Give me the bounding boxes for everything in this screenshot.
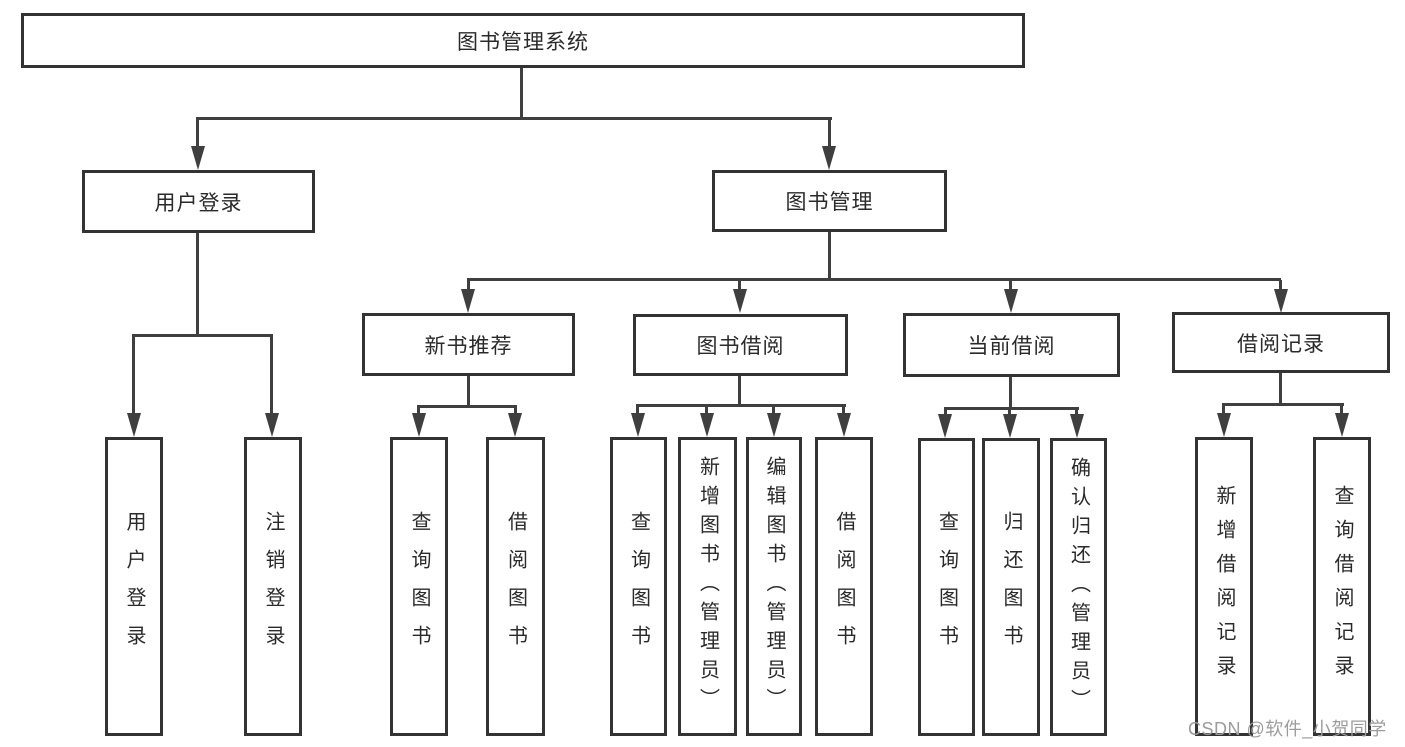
leaf-edit-book-admin: 编辑图书（管理员） <box>746 437 802 736</box>
node-label: 编辑图书（管理员） <box>763 456 785 717</box>
node-label: 归还图书 <box>1000 511 1022 663</box>
node-user-login: 用户登录 <box>82 170 315 233</box>
connector-line <box>270 336 273 416</box>
leaf-confirm-return-admin: 确认归还（管理员） <box>1050 438 1107 736</box>
node-book-borrowing: 图书借阅 <box>633 314 848 376</box>
arrow-down-icon <box>631 413 645 437</box>
node-label: 当前借阅 <box>967 335 1056 358</box>
connector-line <box>467 376 470 407</box>
node-label: 借阅图书 <box>833 510 855 663</box>
node-label: 查询图书 <box>627 510 650 663</box>
node-label: 确认归还（管理员） <box>1067 456 1090 718</box>
connector-line <box>196 119 199 149</box>
connector-line <box>738 280 741 290</box>
node-label: 查询图书 <box>935 511 958 663</box>
connector-line <box>738 376 741 406</box>
node-label: 新书推荐 <box>424 334 513 358</box>
connector-line <box>467 278 1281 281</box>
arrow-down-icon <box>700 413 714 437</box>
connector-line <box>828 232 831 280</box>
csdn-watermark: CSDN @软件_小贺同学 <box>1188 719 1387 739</box>
arrow-down-icon <box>412 413 426 437</box>
arrow-down-icon <box>508 413 522 437</box>
node-label: 查询借阅记录 <box>1331 484 1353 689</box>
node-label: 查询图书 <box>408 510 430 663</box>
node-label: 新增借阅记录 <box>1213 484 1235 689</box>
arrow-down-icon <box>1274 289 1288 313</box>
node-label: 图书管理系统 <box>457 30 589 54</box>
connector-line <box>514 406 517 414</box>
leaf-user-login: 用户登录 <box>105 437 163 736</box>
leaf-add-borrow-record: 新增借阅记录 <box>1195 437 1253 736</box>
arrow-down-icon <box>1335 413 1349 437</box>
connector-line <box>1340 404 1343 414</box>
node-new-book-recommend: 新书推荐 <box>362 313 575 376</box>
node-library-management-system: 图书管理系统 <box>21 13 1025 68</box>
leaf-borrow-books-2: 借阅图书 <box>815 437 873 736</box>
arrow-down-icon <box>461 289 475 313</box>
node-borrow-records: 借阅记录 <box>1172 312 1390 373</box>
leaf-add-book-admin: 新增图书（管理员） <box>678 437 737 736</box>
connector-line <box>944 407 1079 410</box>
node-label: 用户登录 <box>123 510 145 663</box>
node-label: 借阅图书 <box>504 510 527 663</box>
connector-line <box>772 405 775 414</box>
connector-line <box>1075 408 1078 415</box>
arrow-down-icon <box>191 146 205 170</box>
connector-line <box>132 336 135 416</box>
connector-line <box>944 408 947 415</box>
connector-line <box>1009 377 1012 409</box>
arrow-down-icon <box>938 414 952 438</box>
connector-line <box>417 406 420 414</box>
node-book-management: 图书管理 <box>712 170 947 232</box>
connector-line <box>1008 408 1011 415</box>
connector-line <box>636 405 639 414</box>
arrow-down-icon <box>127 413 141 437</box>
connector-line <box>1009 280 1012 290</box>
node-label: 用户登录 <box>154 191 243 215</box>
arrow-down-icon <box>733 289 747 313</box>
node-label: 新增图书（管理员） <box>696 456 719 717</box>
leaf-logout: 注销登录 <box>244 437 302 736</box>
leaf-query-borrow-record: 查询借阅记录 <box>1313 437 1371 736</box>
arrow-down-icon <box>837 413 851 437</box>
connector-line <box>467 280 470 290</box>
leaf-query-books-3: 查询图书 <box>918 438 975 736</box>
leaf-query-books-1: 查询图书 <box>390 437 448 736</box>
node-label: 借阅记录 <box>1237 332 1325 356</box>
connector-line <box>417 405 517 408</box>
arrow-down-icon <box>767 413 781 437</box>
connector-line <box>132 334 273 337</box>
connector-line <box>842 405 845 414</box>
node-label: 注销登录 <box>262 510 284 663</box>
connector-line <box>520 67 523 119</box>
arrow-down-icon <box>265 413 279 437</box>
arrow-down-icon <box>1217 413 1231 437</box>
leaf-return-book: 归还图书 <box>982 438 1040 736</box>
leaf-query-books-2: 查询图书 <box>610 437 667 736</box>
connector-line <box>1222 403 1344 406</box>
arrow-down-icon <box>1004 289 1018 313</box>
node-label: 图书管理 <box>785 191 874 214</box>
connector-line <box>1222 404 1225 414</box>
connector-line <box>196 233 199 337</box>
connector-line <box>1279 280 1282 290</box>
node-label: 图书借阅 <box>696 335 785 358</box>
connector-line <box>196 117 832 120</box>
arrow-down-icon <box>1070 414 1084 438</box>
arrow-down-icon <box>1003 414 1017 438</box>
connector-line <box>828 119 831 149</box>
leaf-borrow-books-1: 借阅图书 <box>486 437 545 736</box>
arrow-down-icon <box>822 146 836 170</box>
connector-line <box>705 405 708 414</box>
connector-line <box>1279 373 1282 405</box>
connector-line <box>636 404 846 407</box>
node-current-borrowing: 当前借阅 <box>903 313 1120 377</box>
